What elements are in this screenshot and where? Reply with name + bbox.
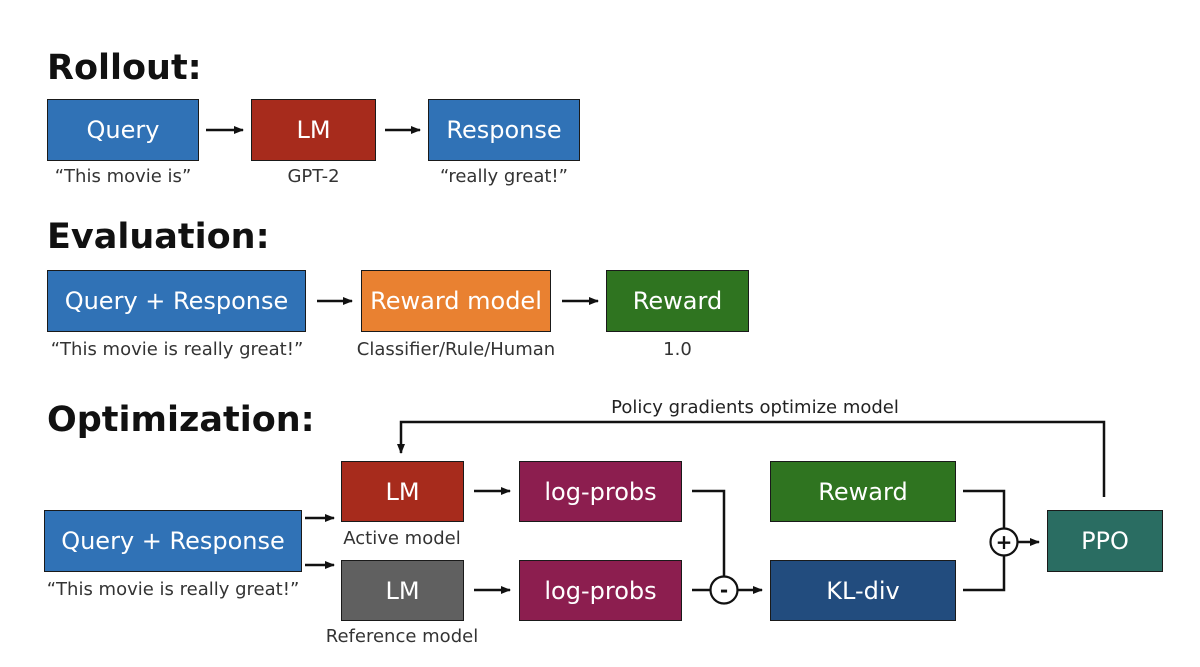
wire-active-logprobs-to-minus <box>692 489 726 576</box>
policy-gradient-label: Policy gradients optimize model <box>611 397 899 418</box>
rollout-heading: Rollout: <box>47 48 202 88</box>
reference-model-caption: Reference model <box>325 626 479 647</box>
reference-logprobs-box: log-probs <box>519 560 682 621</box>
active-logprobs-box: log-probs <box>519 461 682 522</box>
rollout-lm-box: LM <box>251 99 376 161</box>
rollout-query-box: Query <box>47 99 199 161</box>
minus-operator-symbol: - <box>720 578 728 602</box>
evaluation-reward-box: Reward <box>606 270 749 332</box>
feedback-wire-ppo-to-lm <box>397 420 1106 497</box>
wire-reward-to-plus <box>963 489 1006 529</box>
kl-div-box: KL-div <box>770 560 956 621</box>
evaluation-query-response-box: Query + Response <box>47 270 306 332</box>
plus-operator <box>989 527 1019 557</box>
rollout-lm-caption: GPT-2 <box>287 166 340 187</box>
rollout-query-caption: “This movie is” <box>54 166 192 187</box>
evaluation-reward-model-caption: Classifier/Rule/Human <box>356 339 556 360</box>
active-model-caption: Active model <box>343 528 461 549</box>
optimization-heading: Optimization: <box>47 400 315 440</box>
wire-kl-to-plus <box>963 555 1006 592</box>
optimization-reward-box: Reward <box>770 461 956 522</box>
rollout-response-box: Response <box>428 99 580 161</box>
optimization-query-response-caption: “This movie is really great!” <box>46 579 300 600</box>
evaluation-heading: Evaluation: <box>47 217 270 257</box>
ppo-box: PPO <box>1047 510 1163 572</box>
evaluation-query-response-caption: “This movie is really great!” <box>50 339 304 360</box>
evaluation-reward-caption: 1.0 <box>663 339 692 360</box>
evaluation-reward-model-box: Reward model <box>361 270 551 332</box>
minus-operator <box>709 575 739 605</box>
reference-lm-box: LM <box>341 560 464 621</box>
plus-operator-symbol: + <box>996 530 1013 554</box>
active-lm-box: LM <box>341 461 464 522</box>
optimization-query-response-box: Query + Response <box>44 510 302 572</box>
rollout-response-caption: “really great!” <box>440 166 568 187</box>
